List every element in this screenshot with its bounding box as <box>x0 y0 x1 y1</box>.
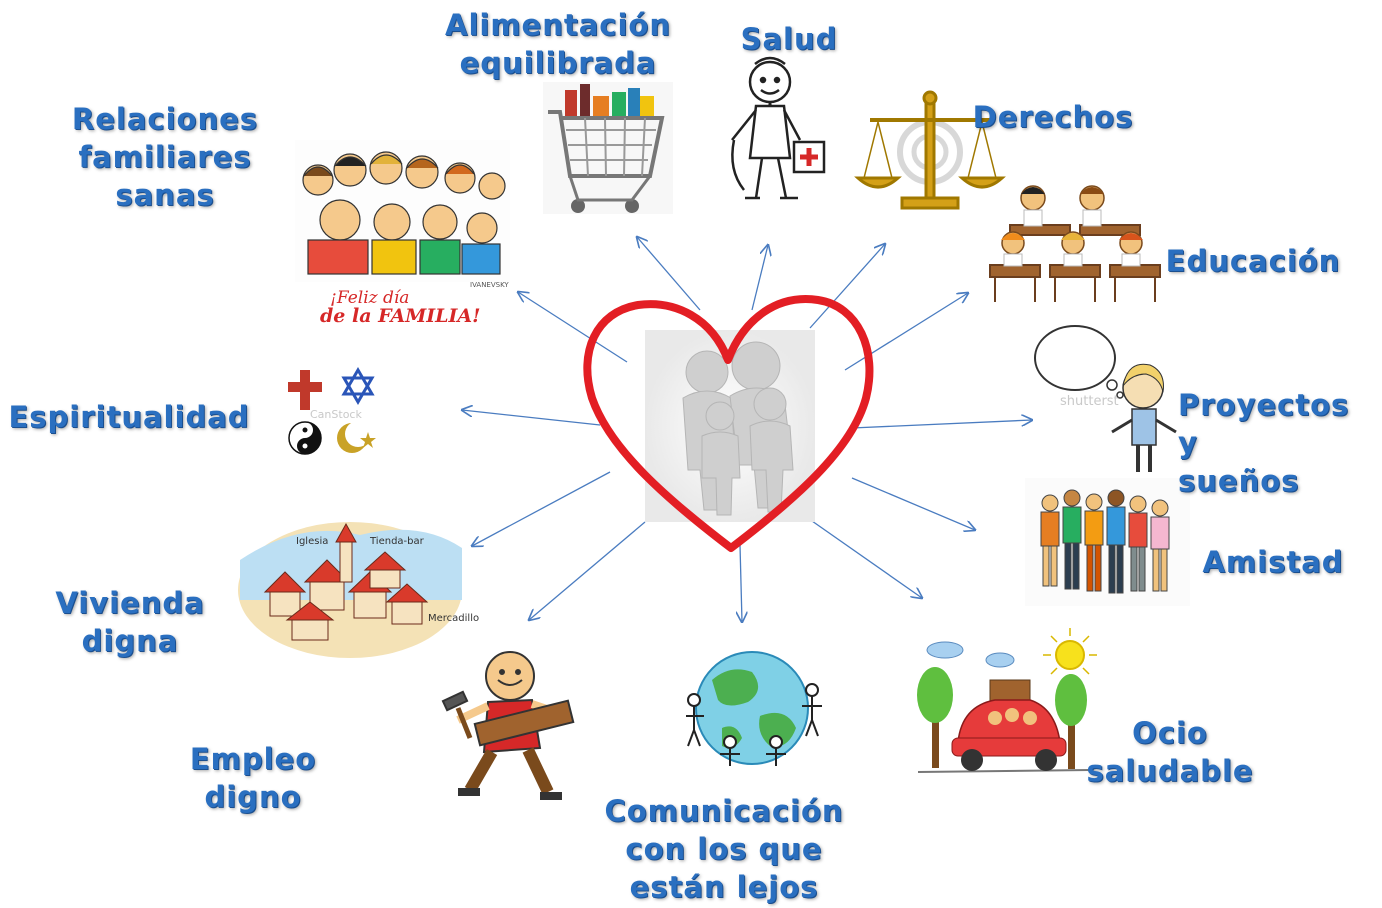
doctor-icon <box>731 56 826 200</box>
thinking-child-icon: shutterst <box>1034 325 1177 472</box>
world-globe-people-icon <box>670 650 830 775</box>
label-relaciones: Relaciones familiares sanas <box>71 102 259 212</box>
village-label-iglesia: Iglesia <box>296 536 328 547</box>
thinking-watermark: shutterst <box>1060 394 1119 409</box>
shopping-cart-icon <box>543 82 673 214</box>
religion-watermark: CanStock <box>310 408 362 421</box>
label-espiritualidad: Espiritualidad <box>8 400 250 434</box>
label-ocio: Ocio saludable <box>1086 716 1254 788</box>
arrow-amistad <box>851 477 975 530</box>
family-car-trip-icon <box>917 628 1097 773</box>
arrows <box>462 237 1032 622</box>
arrow-proyectos <box>851 420 1032 429</box>
arrow-vivienda <box>472 471 611 546</box>
arrow-derechos <box>809 244 885 329</box>
village-houses-icon: Iglesia Tienda-bar Mercadillo <box>238 522 479 658</box>
family-signature: IVANEVSKY <box>470 281 509 289</box>
family-cartoon-icon: IVANEVSKY ¡Feliz día de la FAMILIA! <box>295 140 510 327</box>
arrow-espiritualidad <box>462 410 601 426</box>
family-banner-line1: ¡Feliz día <box>330 288 409 308</box>
label-empleo: Empleo digno <box>189 742 317 814</box>
cross-symbol-icon <box>288 370 322 410</box>
village-label-tienda: Tienda-bar <box>369 536 425 547</box>
arrow-comunicacion <box>740 544 742 622</box>
heart-outline-icon <box>583 295 874 552</box>
arrow-relaciones <box>518 292 628 363</box>
religious-symbols-icon: CanStock <box>282 362 382 472</box>
yin-yang-icon <box>288 421 322 455</box>
family-banner-line2: de la FAMILIA! <box>320 305 481 327</box>
label-vivienda: Vivienda digna <box>55 586 205 658</box>
center-family-heart <box>583 295 874 552</box>
village-label-mercadillo: Mercadillo <box>428 613 479 624</box>
label-amistad: Amistad <box>1202 545 1344 579</box>
arrow-empleo <box>529 521 646 620</box>
crescent-moon-icon <box>337 421 376 453</box>
family-figures-icon <box>682 341 794 516</box>
balance-scale-icon <box>854 90 1006 210</box>
arrow-ocio <box>801 513 922 598</box>
label-alimentacion: Alimentación equilibrada <box>445 8 671 80</box>
label-derechos: Derechos <box>972 100 1134 134</box>
group-of-friends-icon <box>1025 478 1190 606</box>
label-educacion: Educación <box>1165 244 1341 278</box>
arrow-salud <box>751 245 768 311</box>
star-of-david-icon <box>341 367 375 405</box>
classroom-icon <box>989 185 1161 302</box>
label-comunicacion: Comunicación con los que están lejos <box>604 794 844 904</box>
worker-icon <box>441 651 575 800</box>
label-proyectos: Proyectos y sueños <box>1178 388 1350 498</box>
arrow-alimentacion <box>637 237 701 311</box>
label-salud: Salud <box>740 22 838 56</box>
